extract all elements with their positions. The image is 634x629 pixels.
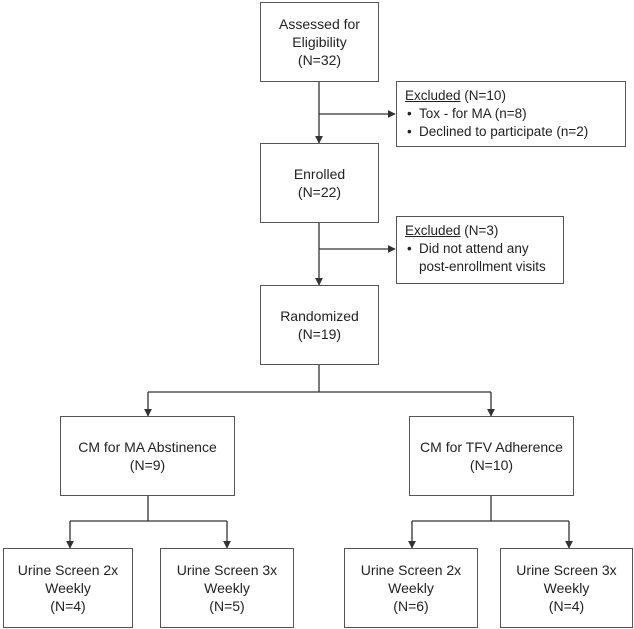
- excluded-1-heading: Excluded: [405, 88, 461, 103]
- urine-2-line-3: (N=5): [209, 598, 245, 614]
- excluded-1-item: • Tox - for MA (n=8): [405, 105, 617, 123]
- cm-ma-line-2: (N=9): [129, 457, 166, 473]
- urine-3-line-2: Weekly: [388, 580, 434, 596]
- cm-ma-box: CM for MA Abstinence (N=9): [60, 416, 235, 496]
- urine-1-line-3: (N=4): [50, 598, 86, 614]
- excluded-2-item-text: post-enrollment visits: [419, 259, 546, 274]
- urine-box-1: Urine Screen 2x Weekly (N=4): [3, 548, 133, 628]
- excluded-2-item: • Did not attend any: [405, 240, 555, 258]
- urine-box-4: Urine Screen 3x Weekly (N=4): [500, 548, 633, 628]
- excluded-2-item-text: Did not attend any: [419, 241, 529, 256]
- assessed-line-1: Assessed for: [279, 16, 360, 32]
- excluded-box-1: Excluded (N=10) • Tox - for MA (n=8) • Dec…: [396, 81, 626, 147]
- urine-1-line-1: Urine Screen 2x: [17, 562, 119, 578]
- randomized-line-2: (N=19): [297, 326, 342, 342]
- urine-3-line-1: Urine Screen 2x: [360, 562, 462, 578]
- excluded-1-count: (N=10): [460, 88, 506, 103]
- urine-2-line-2: Weekly: [204, 580, 250, 596]
- excluded-2-title: Excluded (N=3): [405, 222, 555, 240]
- assessed-box: Assessed for Eligibility (N=32): [260, 2, 379, 82]
- urine-box-2: Urine Screen 3x Weekly (N=5): [160, 548, 294, 628]
- randomized-line-1: Randomized: [280, 308, 359, 324]
- urine-4-line-2: Weekly: [543, 580, 590, 596]
- enrolled-line-1: Enrolled: [293, 166, 346, 182]
- excluded-1-item: • Declined to participate (n=2): [405, 123, 617, 141]
- excluded-1-title: Excluded (N=10): [405, 87, 617, 105]
- enrolled-line-2: (N=22): [297, 184, 342, 200]
- assessed-line-3: (N=32): [297, 52, 342, 68]
- urine-box-3: Urine Screen 2x Weekly (N=6): [344, 548, 478, 628]
- excluded-2-heading: Excluded: [405, 223, 461, 238]
- bullet-icon: •: [407, 124, 412, 139]
- excluded-1-item-text: Tox - for MA (n=8): [419, 106, 527, 121]
- bullet-spacer: [405, 258, 419, 276]
- urine-4-line-1: Urine Screen 3x: [516, 562, 617, 578]
- excluded-2-item: post-enrollment visits: [405, 258, 555, 276]
- cm-tfv-line-1: CM for TFV Adherence: [420, 439, 563, 455]
- excluded-1-item-text: Declined to participate (n=2): [419, 124, 589, 139]
- bullet-icon: •: [407, 241, 412, 256]
- bullet-icon: •: [407, 106, 412, 121]
- randomized-box: Randomized (N=19): [260, 285, 379, 365]
- urine-2-line-1: Urine Screen 3x: [176, 562, 278, 578]
- urine-3-line-3: (N=6): [393, 598, 429, 614]
- excluded-2-count: (N=3): [460, 223, 499, 238]
- assessed-line-2: Eligibility: [292, 34, 347, 50]
- urine-4-line-3: (N=4): [548, 598, 585, 614]
- excluded-box-2: Excluded (N=3) • Did not attend any post-…: [396, 216, 564, 284]
- cm-ma-line-1: CM for MA Abstinence: [78, 439, 217, 455]
- cm-tfv-box: CM for TFV Adherence (N=10): [409, 416, 574, 496]
- urine-1-line-2: Weekly: [45, 580, 91, 596]
- enrolled-box: Enrolled (N=22): [260, 143, 379, 223]
- cm-tfv-line-2: (N=10): [469, 457, 514, 473]
